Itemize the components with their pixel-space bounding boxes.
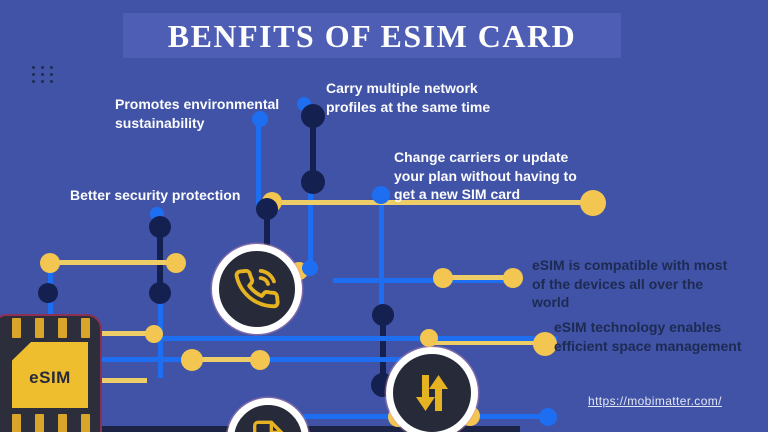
label-space-management: eSIM technology enables efficient space … <box>554 318 742 355</box>
label-line: sustainability <box>115 114 205 131</box>
esim-chip-label: eSIM <box>29 368 71 387</box>
card-pin <box>35 414 44 432</box>
dot-grid-decoration <box>32 66 53 83</box>
circuit-dot <box>420 329 438 347</box>
card-pin <box>81 318 90 338</box>
circuit-hline <box>271 200 593 205</box>
label-line: your plan without having to <box>394 167 577 184</box>
circuit-dot <box>580 190 606 216</box>
label-line: profiles at the same time <box>326 98 491 115</box>
label-line: get a new SIM card <box>394 186 521 202</box>
circuit-dot <box>250 350 270 370</box>
circuit-vline <box>308 182 313 270</box>
circuit-dot <box>539 408 557 426</box>
transfer-arrows-icon <box>416 375 448 411</box>
card-pin <box>12 318 21 338</box>
card-pin <box>58 318 67 338</box>
label-line: eSIM technology enables <box>554 319 722 335</box>
label-compatibility: eSIM is compatible with most of the devi… <box>532 256 727 312</box>
label-line: Change carriers or update <box>394 149 569 165</box>
circuit-hline <box>98 331 156 336</box>
phone-icon-circle <box>212 244 302 334</box>
label-line: world <box>532 294 570 310</box>
circuit-dot <box>302 260 318 276</box>
circuit-dot <box>145 325 163 343</box>
circuit-hline <box>98 378 147 383</box>
circuit-hline <box>192 357 260 362</box>
circuit-vline <box>379 195 384 317</box>
label-line: eSIM is compatible with most <box>532 257 728 273</box>
circuit-hline <box>333 278 520 283</box>
circuit-dot <box>372 304 394 326</box>
document-icon-circle <box>227 398 309 432</box>
label-security: Better security protection <box>70 186 240 205</box>
card-pin <box>81 414 90 432</box>
label-line: of the devices all over the <box>532 275 704 292</box>
card-pin <box>35 318 44 338</box>
circuit-hline <box>158 336 557 341</box>
circuit-dot <box>256 198 278 220</box>
label-multiple-profiles: Carry multiple network profiles at the s… <box>326 79 490 116</box>
circuit-dot <box>372 186 390 204</box>
card-pin <box>12 414 21 432</box>
label-line: Better security protection <box>70 187 241 203</box>
label-change-carriers: Change carriers or update your plan with… <box>394 148 577 204</box>
circuit-vline <box>264 209 270 253</box>
circuit-dot <box>38 283 58 303</box>
website-link[interactable]: https://mobimatter.com/ <box>588 394 722 408</box>
circuit-hline <box>430 341 545 345</box>
label-line: Carry multiple network <box>326 80 478 96</box>
label-line: Promotes environmental <box>115 96 280 112</box>
circuit-dot <box>149 282 171 304</box>
circuit-dot <box>301 104 325 128</box>
circuit-hline <box>50 260 176 265</box>
label-environment: Promotes environmental sustainability <box>115 95 279 132</box>
card-pin <box>58 414 67 432</box>
phone-call-icon <box>234 268 280 309</box>
esim-chip: eSIM <box>12 342 88 408</box>
circuit-dot <box>433 268 453 288</box>
circuit-dot <box>533 332 557 356</box>
circuit-vline <box>310 116 316 184</box>
circuit-dot <box>166 253 186 273</box>
esim-card-illustration: eSIM <box>0 314 102 432</box>
circuit-dot <box>252 111 268 127</box>
circuit-hline <box>443 275 513 280</box>
circuit-dot <box>503 268 523 288</box>
label-line: efficient space management <box>554 337 742 354</box>
title-band <box>123 13 621 58</box>
circuit-dot <box>301 170 325 194</box>
circuit-dot <box>40 253 60 273</box>
page-title: BENFITS OF ESIM CARD <box>167 18 577 54</box>
circuit-dot <box>181 349 203 371</box>
circuit-vline <box>380 315 386 387</box>
document-icon <box>253 420 283 432</box>
circuit-vline <box>256 117 261 205</box>
circuit-dot <box>149 216 171 238</box>
transfer-icon-circle <box>386 347 478 432</box>
